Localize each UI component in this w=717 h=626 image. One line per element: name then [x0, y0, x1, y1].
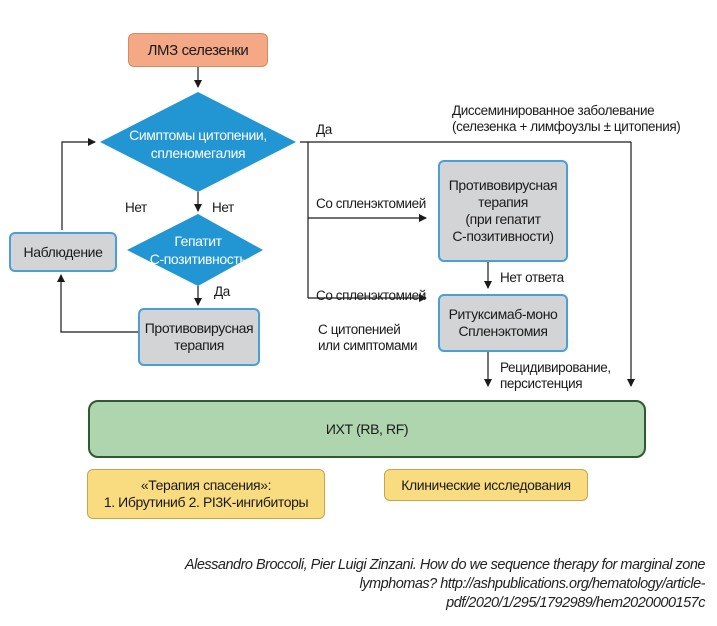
disseminated-line-2: (селезенка + лимфоузлы ± цитопения)	[452, 119, 681, 134]
edge-label-relapse: Рецидивирование, персистенция	[500, 360, 611, 392]
edge-label-with-splenectomy-1: Со спленэктомией	[316, 196, 426, 211]
antiviral-right-line-4: С-позитивности)	[452, 228, 554, 244]
salvage-line-2: 1. Ибрутиниб 2. PI3K-ингибиторы	[103, 494, 309, 510]
decision-symptoms-line-1: Симптомы цитопении,	[129, 127, 267, 143]
edge-label-cytopenia-symptoms: С цитопенией или симптомами	[318, 322, 418, 354]
citation-line-3: pdf/2020/1/295/1792989/hem2020000157c	[446, 595, 705, 611]
decision-hepatitis-label: Гепатит С-позитивность	[140, 232, 256, 268]
relapse-line-1: Рецидивирование,	[500, 360, 611, 375]
antiviral-right-line-1: Противовирусная	[448, 177, 558, 193]
citation-line-2: lymphomas? http://ashpublications.org/he…	[359, 576, 706, 592]
edge-label-disseminated: Диссеминированное заболевание (селезенка…	[452, 103, 681, 135]
edge-label-yes-top: Да	[316, 122, 332, 137]
ikht-node: ИХТ (RB, RF)	[88, 400, 646, 458]
decision-symptoms-diamond	[100, 92, 296, 192]
salvage-line-1: «Терапия спасения»:	[140, 477, 272, 493]
observation-node: Наблюдение	[9, 232, 117, 272]
decision-hepatitis-line-1: Гепатит	[174, 233, 222, 249]
decision-symptoms-label: Симптомы цитопении, спленомегалия	[110, 126, 286, 162]
disseminated-line-1: Диссеминированное заболевание	[452, 103, 655, 118]
edge-label-no-response: Нет ответа	[500, 270, 564, 285]
antiviral-right-line-3: (при гепатит	[465, 211, 541, 227]
cytopenia-line-2: или симптомами	[318, 338, 418, 353]
edge-label-yes-hepatitis: Да	[214, 284, 230, 299]
cytopenia-line-1: С цитопенией	[318, 322, 401, 337]
decision-hepatitis-line-2: С-позитивность	[149, 251, 247, 267]
salvage-therapy-node: «Терапия спасения»: 1. Ибрутиниб 2. PI3K…	[87, 469, 325, 519]
antiviral-right-node: Противовирусная терапия (при гепатит С-п…	[438, 160, 568, 262]
rituximab-line-1: Ритуксимаб-моно	[448, 306, 558, 322]
edge-label-with-splenectomy-2: Со спленэктомией	[316, 288, 426, 303]
decision-hepatitis-diamond	[127, 214, 263, 286]
citation: Alessandro Broccoli, Pier Luigi Zinzani.…	[65, 556, 706, 613]
edge-label-no-down: Нет	[212, 200, 234, 215]
rituximab-line-2: Спленэктомия	[458, 323, 548, 339]
citation-line-1: Alessandro Broccoli, Pier Luigi Zinzani.…	[184, 557, 706, 573]
decision-symptoms-line-2: спленомегалия	[150, 145, 246, 161]
antiviral-left-line-1: Противовирусная	[144, 320, 254, 336]
edge-label-no-left: Нет	[125, 200, 147, 215]
start-node: ЛМЗ селезенки	[128, 33, 268, 67]
antiviral-left-node: Противовирусная терапия	[138, 308, 260, 366]
clinical-trials-node: Клинические исследования	[384, 469, 588, 501]
relapse-line-2: персистенция	[500, 376, 583, 391]
antiviral-right-line-2: терапия	[478, 194, 528, 210]
rituximab-node: Ритуксимаб-моно Спленэктомия	[438, 294, 568, 352]
antiviral-left-line-2: терапия	[174, 337, 224, 353]
